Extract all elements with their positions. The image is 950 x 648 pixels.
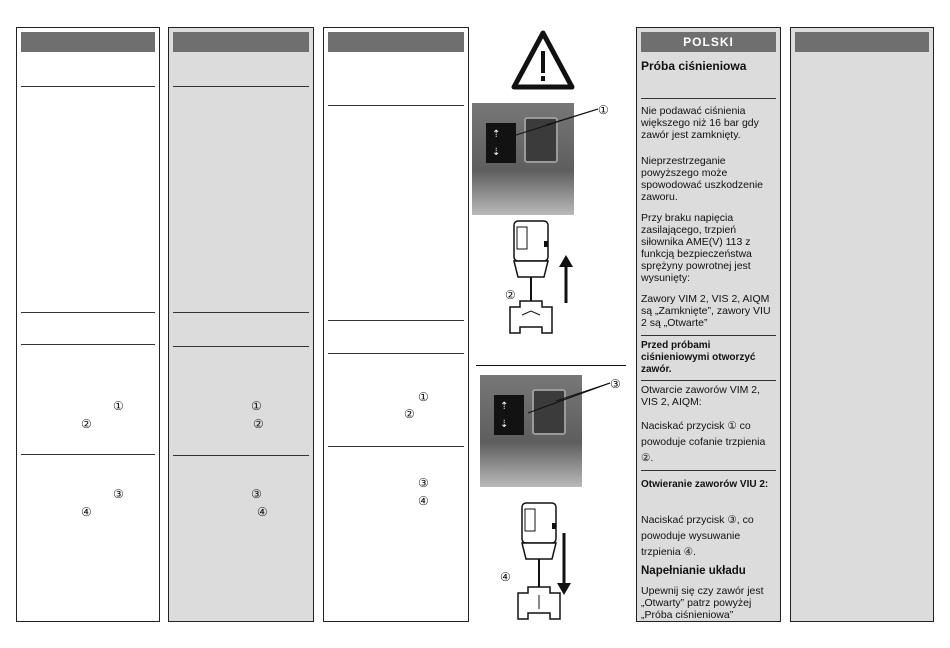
- marker-4: ④: [257, 505, 268, 519]
- column-1-header: [21, 32, 155, 52]
- marker-1: ①: [113, 399, 124, 413]
- retract-symbol-icon: ⇡: [492, 129, 501, 140]
- column-3-header: [328, 32, 464, 52]
- pressure-test-title: Próba ciśnieniowa: [641, 59, 747, 73]
- marker-2: ②: [505, 288, 516, 302]
- divider: [21, 312, 155, 313]
- column-1: ① ② ③ ④: [16, 27, 160, 622]
- button-panel: ⇡ ⇣: [486, 123, 516, 163]
- para-opening-viu: Otwieranie zaworów VIU 2:: [641, 479, 769, 490]
- para-press-1: Naciskać przycisk ① co powoduje cofanie …: [641, 420, 766, 464]
- divider: [328, 353, 464, 354]
- marker-3: ③: [610, 377, 621, 391]
- actuator-drawing-1: [509, 220, 573, 334]
- marker-1: ①: [598, 103, 609, 117]
- column-6-header: [795, 32, 929, 52]
- marker-2: ②: [253, 417, 264, 431]
- filling-title: Napełnianie układu: [641, 565, 746, 577]
- extend-symbol-icon: ⇣: [492, 147, 501, 158]
- marker-2: ②: [81, 417, 92, 431]
- para-max-pressure: Nie podawać ciśnienia większego niż 16 b…: [641, 105, 759, 141]
- divider: [173, 346, 309, 347]
- para-warning: Nieprzestrzeganie powyższego może spowod…: [641, 155, 763, 203]
- divider: [21, 86, 155, 87]
- para-open-before-test: Przed próbami ciśnieniowymi otworzyć zaw…: [641, 340, 756, 375]
- para-opening-vim: Otwarcie zaworów VIM 2, VIS 2, AIQM:: [641, 384, 761, 408]
- marker-4: ④: [418, 494, 429, 508]
- para-press-3: Naciskać przycisk ③, co powoduje wysuwan…: [641, 514, 754, 558]
- divider: [328, 446, 464, 447]
- figure-area: ⇡ ⇣ ① ② ⇡ ⇣ ③: [472, 27, 632, 627]
- column-6: [790, 27, 934, 622]
- para-valves-state: Zawory VIM 2, VIS 2, AIQM są „Zamknięte”…: [641, 293, 771, 329]
- column-2: ① ② ③ ④: [168, 27, 314, 622]
- column-3: ① ② ③ ④: [323, 27, 469, 622]
- actuator-photo-2: ⇡ ⇣: [480, 375, 582, 487]
- divider: [173, 86, 309, 87]
- marker-4: ④: [81, 505, 92, 519]
- marker-1: ①: [251, 399, 262, 413]
- leader-lines: [515, 108, 599, 136]
- leader-lines: [527, 382, 611, 414]
- push-button: [524, 117, 558, 163]
- divider: [21, 454, 155, 455]
- divider: [328, 105, 464, 106]
- marker-2: ②: [404, 407, 415, 421]
- marker-4: ④: [500, 570, 511, 584]
- divider: [641, 380, 776, 381]
- warning-icon: [511, 30, 575, 90]
- divider: [328, 320, 464, 321]
- divider: [173, 312, 309, 313]
- actuator-drawing-2: [517, 502, 571, 620]
- para-no-voltage: Przy braku napięcia zasilającego, trzpie…: [641, 212, 752, 284]
- column-2-header: [173, 32, 309, 52]
- divider: [641, 335, 776, 336]
- extend-symbol-icon: ⇣: [500, 419, 509, 430]
- polish-header: POLSKI: [641, 32, 776, 52]
- divider: [21, 344, 155, 345]
- polish-column: POLSKI Próba ciśnieniowa Nie podawać ciś…: [636, 27, 781, 622]
- para-filling: Upewnij się czy zawór jest „Otwarty” pat…: [641, 585, 764, 621]
- marker-1: ①: [418, 390, 429, 404]
- push-button: [532, 389, 566, 435]
- button-panel: ⇡ ⇣: [494, 395, 524, 435]
- divider: [173, 455, 309, 456]
- marker-3: ③: [418, 476, 429, 490]
- figure-separator: [476, 365, 626, 366]
- divider: [641, 470, 776, 471]
- retract-symbol-icon: ⇡: [500, 401, 509, 412]
- divider: [641, 98, 776, 99]
- marker-3: ③: [251, 487, 262, 501]
- marker-3: ③: [113, 487, 124, 501]
